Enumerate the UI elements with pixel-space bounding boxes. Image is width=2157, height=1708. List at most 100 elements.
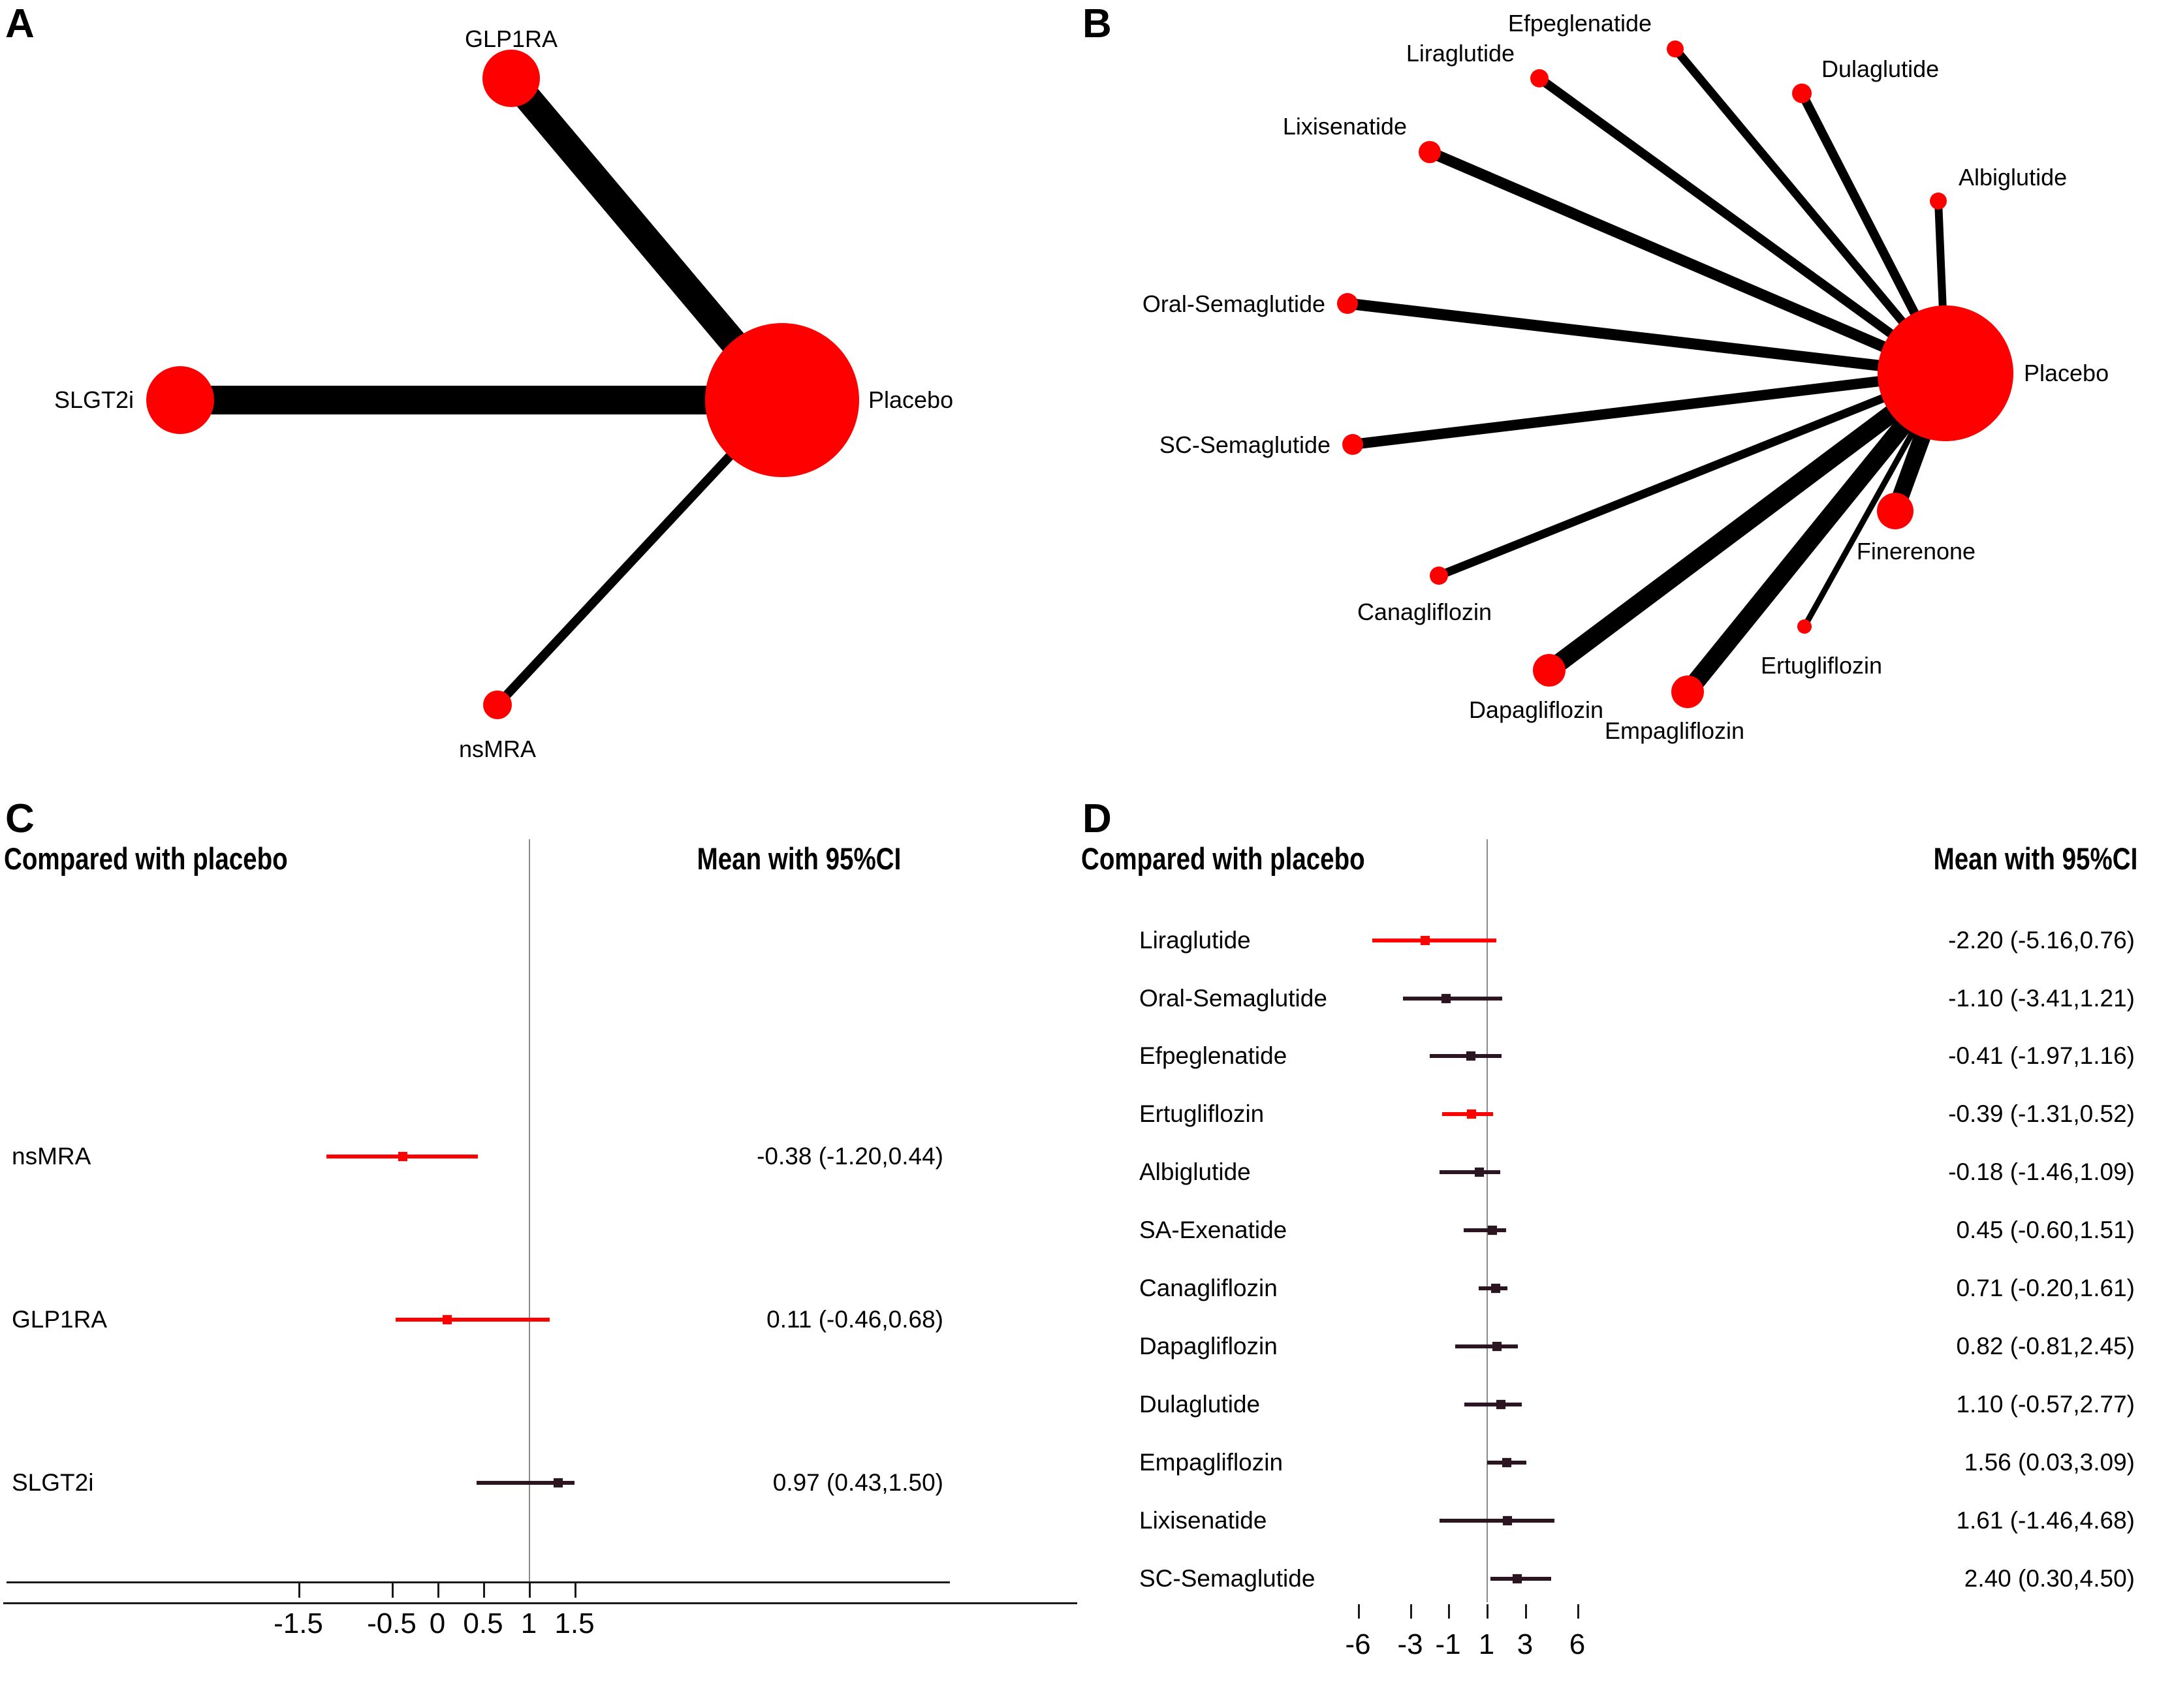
confidence-interval-bar (395, 1318, 550, 1322)
x-axis-tick-label: -1.5 (274, 1607, 323, 1639)
forest-row-value: 2.40 (0.30,4.50) (1964, 1565, 2135, 1592)
forest-row-label: SC-Semaglutide (1139, 1565, 1315, 1592)
x-axis-tick (1525, 1604, 1527, 1619)
x-axis-tick-label: 0 (429, 1607, 446, 1639)
network-node[interactable] (483, 691, 512, 719)
confidence-interval-bar (1439, 1519, 1554, 1523)
panel-d-letter: D (1082, 796, 1112, 841)
network-node[interactable] (146, 366, 214, 434)
x-axis-tick (437, 1583, 439, 1598)
confidence-interval-bar (1429, 1054, 1502, 1058)
forest-row-label: Ertugliflozin (1139, 1100, 1265, 1127)
x-axis-tick (298, 1583, 300, 1598)
forest-row-value: 0.97 (0.43,1.50) (772, 1469, 943, 1496)
x-axis-tick-label: 6 (1569, 1628, 1586, 1660)
x-axis-tick-label: -1 (1435, 1628, 1461, 1660)
x-axis-tick (1358, 1604, 1360, 1619)
network-node-label: Dapagliflozin (1468, 696, 1604, 723)
x-axis-tick-label: -3 (1397, 1628, 1423, 1660)
forest-row-label: Liraglutide (1139, 927, 1251, 954)
network-node[interactable] (482, 50, 540, 107)
network-node-label: nsMRA (458, 736, 537, 762)
forest-row-label: Empagliflozin (1139, 1449, 1283, 1476)
confidence-interval-bar (1455, 1344, 1519, 1348)
forest-row-value: -0.38 (-1.20,0.44) (757, 1143, 943, 1170)
forest-row-label: SLGT2i (12, 1469, 94, 1496)
x-axis-tick (392, 1583, 394, 1598)
forest-row-label: Oral-Semaglutide (1139, 985, 1327, 1012)
forest-row-value: -2.20 (-5.16,0.76) (1948, 927, 2135, 954)
reference-line (1487, 839, 1488, 1602)
forest-row-value: -0.18 (-1.46,1.09) (1948, 1158, 2135, 1185)
x-axis-tick-label: 1.5 (554, 1607, 595, 1639)
network-node-label: Placebo (868, 386, 954, 413)
confidence-interval-bar (1439, 1170, 1501, 1174)
forest-row-value: 1.56 (0.03,3.09) (1964, 1449, 2135, 1476)
network-node-label: SC-Semaglutide (1159, 431, 1330, 458)
network-node[interactable] (705, 323, 859, 477)
network-node-label: GLP1RA (464, 25, 558, 52)
x-axis-tick-label: 1 (1478, 1628, 1495, 1660)
panel-b: B (1077, 0, 2157, 783)
forest-row-value: -1.10 (-3.41,1.21) (1948, 985, 2135, 1012)
forest-row-label: Albiglutide (1139, 1158, 1251, 1185)
confidence-interval-bar (477, 1481, 575, 1485)
reference-line (529, 839, 530, 1581)
network-node-label: Lixisenatide (1282, 113, 1407, 140)
network-node-label: Placebo (2024, 360, 2109, 386)
network-node-label: Efpeglenatide (1507, 10, 1652, 37)
x-axis-tick-label: 1 (520, 1607, 537, 1639)
network-node-label: Canagliflozin (1357, 598, 1492, 625)
network-node-label: Oral-Semaglutide (1142, 290, 1325, 317)
panel-c-header-left: Compared with placebo (4, 841, 288, 876)
x-axis-tick-label: -0.5 (367, 1607, 417, 1639)
panel-d-header-right: Mean with 95%CI (1933, 841, 2137, 876)
forest-row-label: Dapagliflozin (1139, 1333, 1278, 1359)
forest-row-label: Dulaglutide (1139, 1391, 1261, 1418)
forest-row-value: -0.39 (-1.31,0.52) (1948, 1100, 2135, 1127)
confidence-interval-bar (1403, 997, 1502, 1001)
panel-a-letter: A (5, 1, 35, 46)
confidence-interval-bar (1464, 1403, 1522, 1406)
panel-c-letter: C (5, 796, 35, 841)
panel-d-header-left: Compared with placebo (1081, 841, 1365, 876)
network-node-label: Ertugliflozin (1760, 652, 1883, 679)
panel-b-letter: B (1082, 1, 1112, 46)
x-axis-tick-label: 0.5 (463, 1607, 503, 1639)
forest-row-label: SA-Exenatide (1139, 1217, 1287, 1243)
forest-row-label: Canagliflozin (1139, 1275, 1278, 1301)
forest-row-value: -0.41 (-1.97,1.16) (1948, 1042, 2135, 1069)
x-axis-tick-label: 3 (1517, 1628, 1534, 1660)
x-axis-line (3, 1602, 1077, 1604)
network-node-label: SLGT2i (54, 386, 134, 413)
panel-d: D Compared with placebo Mean with 95%CI … (3, 770, 2157, 1708)
x-axis-tick (483, 1583, 485, 1598)
network-graph-a (146, 50, 859, 719)
x-axis-tick (529, 1583, 531, 1598)
forest-row-value: 0.82 (-0.81,2.45) (1956, 1333, 2135, 1359)
panel-a: A Placebo GLP1RA SLGT2i nsMRA (0, 0, 1077, 783)
x-axis-tick (1448, 1604, 1450, 1619)
forest-row-value: 0.71 (-0.20,1.61) (1956, 1275, 2135, 1301)
x-axis-tick (1487, 1604, 1488, 1619)
network-node-label: Empagliflozin (1604, 717, 1745, 744)
forest-row-label: nsMRA (12, 1143, 91, 1170)
confidence-interval-bar (1463, 1228, 1506, 1232)
x-axis-line (7, 1581, 950, 1583)
x-axis-tick-label: -6 (1345, 1628, 1371, 1660)
x-axis-tick (1577, 1604, 1579, 1619)
network-node-label: Liraglutide (1406, 40, 1515, 67)
x-axis-tick (1410, 1604, 1412, 1619)
panel-c: C Compared with placebo Mean with 95%CI … (0, 770, 1077, 1708)
network-node-label: Dulaglutide (1821, 55, 1940, 82)
forest-row-value: 0.11 (-0.46,0.68) (766, 1306, 943, 1333)
panel-c-header-right: Mean with 95%CI (697, 841, 901, 876)
network-node-label: Albiglutide (1959, 164, 2068, 191)
forest-row-value: 0.45 (-0.60,1.51) (1956, 1217, 2135, 1243)
forest-row-label: GLP1RA (12, 1306, 108, 1333)
forest-row-value: 1.10 (-0.57,2.77) (1956, 1391, 2135, 1418)
forest-row-label: Efpeglenatide (1139, 1042, 1287, 1069)
confidence-interval-bar (1372, 939, 1496, 942)
forest-row-label: Lixisenatide (1139, 1507, 1267, 1534)
forest-row-value: 1.61 (-1.46,4.68) (1956, 1507, 2135, 1534)
